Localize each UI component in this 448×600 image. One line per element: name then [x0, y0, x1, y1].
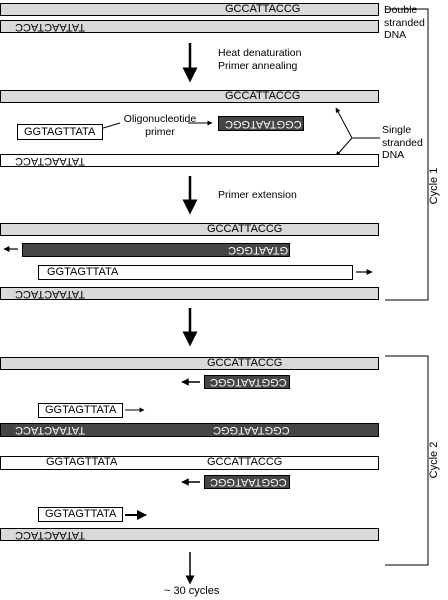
c2-rev-primer-2-sequence: CGGTAATGGC — [210, 476, 287, 488]
annealed-top-sequence: GCCATTACCG — [225, 90, 301, 102]
ext-new-reverse-sequence: CGGTAATGGC — [228, 244, 289, 256]
fwd-primer-box: GGTAGTTATA — [17, 124, 103, 140]
ext-top-template: GCCATTACCG — [0, 223, 379, 236]
cycle1-label: Cycle 1 — [428, 167, 440, 205]
c2-fwd-primer-2: GGTAGTTATA — [38, 507, 123, 522]
c2-rev-primer-1-sequence: CGGTAATGGC — [210, 376, 287, 388]
ds-top-sequence: GCCATTACCG — [225, 3, 301, 15]
primer-extension-label: Primer extension — [218, 189, 297, 201]
ds-bottom-sequence: TATAACTACC — [15, 21, 86, 33]
c2-fwd-primer-1: GGTAGTTATA — [38, 403, 123, 418]
rev-primer-sequence: CGGTAATGGC — [225, 118, 302, 130]
ext-new-reverse-strand: CGGTAATGGC — [22, 243, 290, 257]
c2-full-forward-top-sequence: GCCATTACCG — [207, 456, 283, 468]
annealed-bottom-strand: TATAACTACC — [0, 154, 379, 167]
ext-top-sequence: GCCATTACCG — [207, 223, 283, 235]
c2-full-new-strand: TATAACTACC CGGTAATGGC — [0, 423, 379, 437]
ext-bottom-sequence: TATAACTACC — [15, 288, 86, 300]
c2-top-template: GCCATTACCG — [0, 357, 379, 370]
annealed-bottom-sequence: TATAACTACC — [15, 155, 86, 167]
single-stranded-label: Single stranded DNA — [382, 124, 423, 161]
c2-fwd-primer-1-sequence: GGTAGTTATA — [45, 404, 117, 416]
c2-full-forward-strand: GGTAGTTATA GCCATTACCG — [0, 456, 379, 470]
ss-pointer-up — [335, 107, 353, 139]
c2-top-sequence: GCCATTACCG — [207, 357, 283, 369]
ds-bottom-strand: TATAACTACC — [0, 20, 379, 33]
ext-new-forward-strand: GGTAGTTATA — [38, 265, 353, 280]
ss-pointer-down — [335, 137, 353, 157]
oligo-primer-label: Oligonucleotide primer — [123, 113, 197, 138]
thirty-cycles-label: ~ 30 cycles — [164, 585, 220, 597]
ds-top-strand: GCCATTACCG — [0, 3, 379, 16]
cycle2-bracket — [385, 355, 429, 566]
c2-rev-primer-1: CGGTAATGGC — [204, 375, 290, 389]
c2-full-forward-fwd-sequence: GGTAGTTATA — [46, 456, 118, 468]
double-stranded-label: Double stranded DNA — [384, 4, 425, 41]
cycle2-label: Cycle 2 — [428, 441, 440, 479]
cycle1-bracket — [385, 8, 429, 301]
c2-full-new-rev-sequence: CGGTAATGGC — [213, 424, 290, 436]
c2-full-new-bottom-sequence: TATAACTACC — [15, 424, 86, 436]
oligo-pointer-left — [99, 122, 121, 130]
annealed-top-strand: GCCATTACCG — [0, 90, 379, 103]
c2-bottom-sequence: TATAACTACC — [15, 529, 86, 541]
denaturation-label: Heat denaturation Primer annealing — [218, 47, 302, 72]
fwd-primer-sequence: GGTAGTTATA — [24, 126, 96, 138]
c2-fwd-primer-2-sequence: GGTAGTTATA — [45, 508, 117, 520]
ext-new-forward-sequence: GGTAGTTATA — [47, 266, 119, 278]
ext-bottom-template: TATAACTACC — [0, 287, 379, 300]
c2-bottom-template: TATAACTACC — [0, 528, 379, 541]
rev-primer-box: CGGTAATGGC — [218, 116, 304, 131]
c2-rev-primer-2: CGGTAATGGC — [204, 475, 290, 489]
